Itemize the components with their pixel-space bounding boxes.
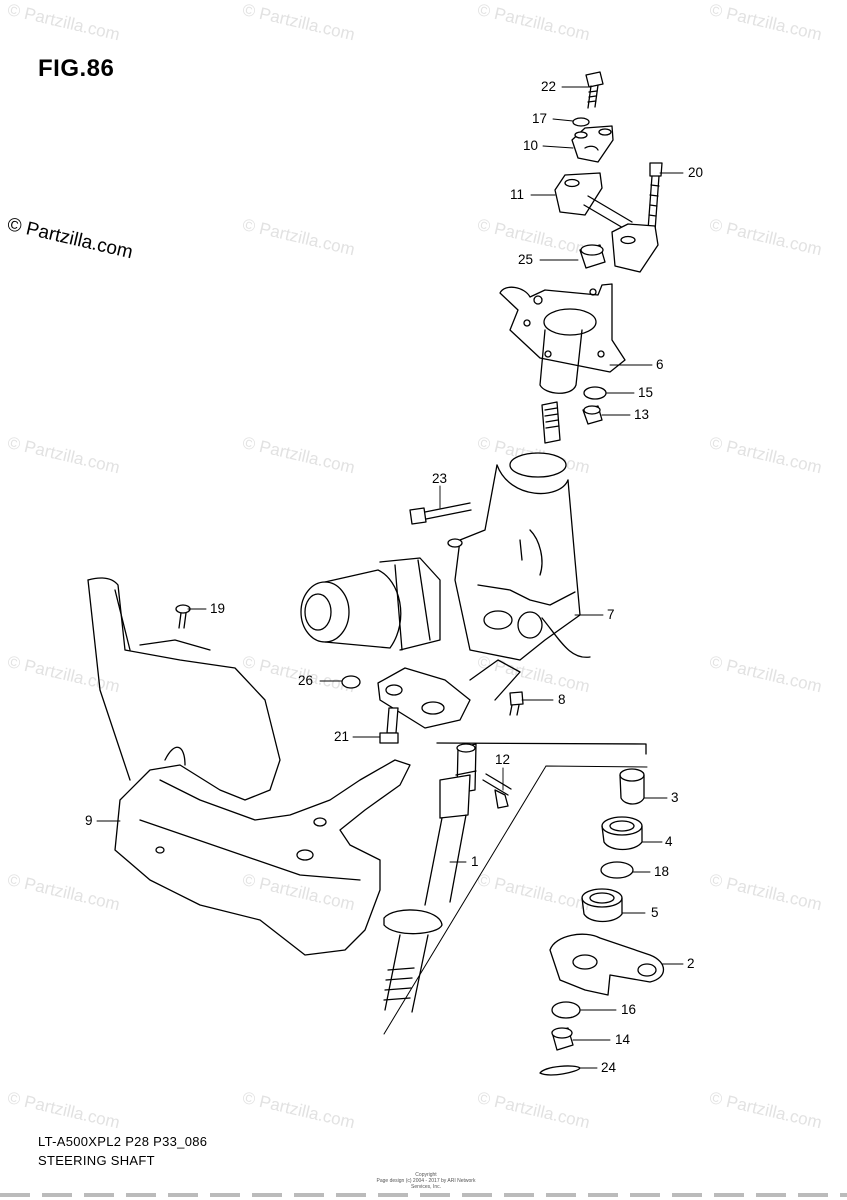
callout-12[interactable]: 12 bbox=[495, 752, 511, 767]
part-4-bearing bbox=[601, 816, 643, 851]
callout-7[interactable]: 7 bbox=[607, 607, 615, 622]
part-15-washer bbox=[583, 386, 607, 400]
callout-5[interactable]: 5 bbox=[651, 905, 659, 920]
part-6-bracket bbox=[499, 283, 626, 394]
part-24-cotter-pin bbox=[539, 1065, 581, 1076]
part-11-clamp bbox=[554, 172, 659, 273]
part-9-cover bbox=[87, 577, 411, 956]
callout-25[interactable]: 25 bbox=[518, 252, 534, 267]
part-21-bolt bbox=[379, 707, 399, 744]
callout-19[interactable]: 19 bbox=[210, 601, 226, 616]
callout-8[interactable]: 8 bbox=[558, 692, 566, 707]
model-code: LT-A500XPL2 P28 P33_086 bbox=[38, 1134, 208, 1149]
part-12-bolt bbox=[482, 773, 512, 809]
callout-1[interactable]: 1 bbox=[471, 854, 479, 869]
assembly-bracket bbox=[383, 765, 648, 1035]
part-17-washer bbox=[572, 117, 590, 127]
callout-11[interactable]: 11 bbox=[510, 187, 525, 202]
part-5-bearing bbox=[581, 888, 623, 923]
part-18-seal bbox=[600, 861, 634, 879]
callout-15[interactable]: 15 bbox=[638, 385, 654, 400]
callout-2[interactable]: 2 bbox=[687, 956, 695, 971]
assembly-bracket bbox=[436, 742, 647, 755]
callout-17[interactable]: 17 bbox=[532, 111, 548, 126]
fine-print-line: Copyright bbox=[415, 1172, 437, 1178]
callout-4[interactable]: 4 bbox=[665, 834, 673, 849]
callout-14[interactable]: 14 bbox=[615, 1032, 631, 1047]
fine-print-line: Page design (c) 2004 - 2017 by ARI Netwo… bbox=[376, 1178, 476, 1190]
part-14-nut bbox=[551, 1027, 574, 1051]
part-1-steering-shaft bbox=[383, 743, 477, 1013]
part-13-nut bbox=[582, 405, 603, 425]
callout-20[interactable]: 20 bbox=[688, 165, 704, 180]
part-7-eps-unit bbox=[300, 401, 591, 729]
callout-24[interactable]: 24 bbox=[601, 1060, 617, 1075]
callout-6[interactable]: 6 bbox=[656, 357, 664, 372]
figure-title: FIG.86 bbox=[38, 55, 115, 82]
callout-18[interactable]: 18 bbox=[654, 864, 670, 879]
part-2-pitman-arm bbox=[549, 933, 665, 996]
bottom-border-strip bbox=[0, 1193, 847, 1197]
callout-16[interactable]: 16 bbox=[621, 1002, 637, 1017]
callout-21[interactable]: 21 bbox=[334, 729, 350, 744]
part-3-bushing bbox=[619, 768, 645, 805]
part-16-washer bbox=[551, 1001, 581, 1019]
part-22-bolt bbox=[585, 71, 604, 109]
callout-9[interactable]: 9 bbox=[85, 813, 93, 828]
part-26-nut bbox=[341, 675, 361, 689]
callout-3[interactable]: 3 bbox=[671, 790, 679, 805]
callout-10[interactable]: 10 bbox=[523, 138, 539, 153]
callout-23[interactable]: 23 bbox=[432, 471, 448, 486]
callout-13[interactable]: 13 bbox=[634, 407, 650, 422]
part-25-nut bbox=[579, 244, 606, 269]
leader-lines bbox=[96, 86, 684, 1069]
fine-print: Copyright Page design (c) 2004 - 2017 by… bbox=[366, 1172, 486, 1190]
part-23-bolt bbox=[409, 502, 472, 525]
callout-22[interactable]: 22 bbox=[541, 79, 557, 94]
part-10-clamp bbox=[571, 125, 614, 163]
part-20-bolt bbox=[647, 162, 663, 232]
diagram-caption: STEERING SHAFT bbox=[38, 1153, 155, 1168]
part-19-screw bbox=[175, 604, 191, 629]
part-8-bolt bbox=[509, 691, 524, 716]
callout-26[interactable]: 26 bbox=[298, 673, 314, 688]
